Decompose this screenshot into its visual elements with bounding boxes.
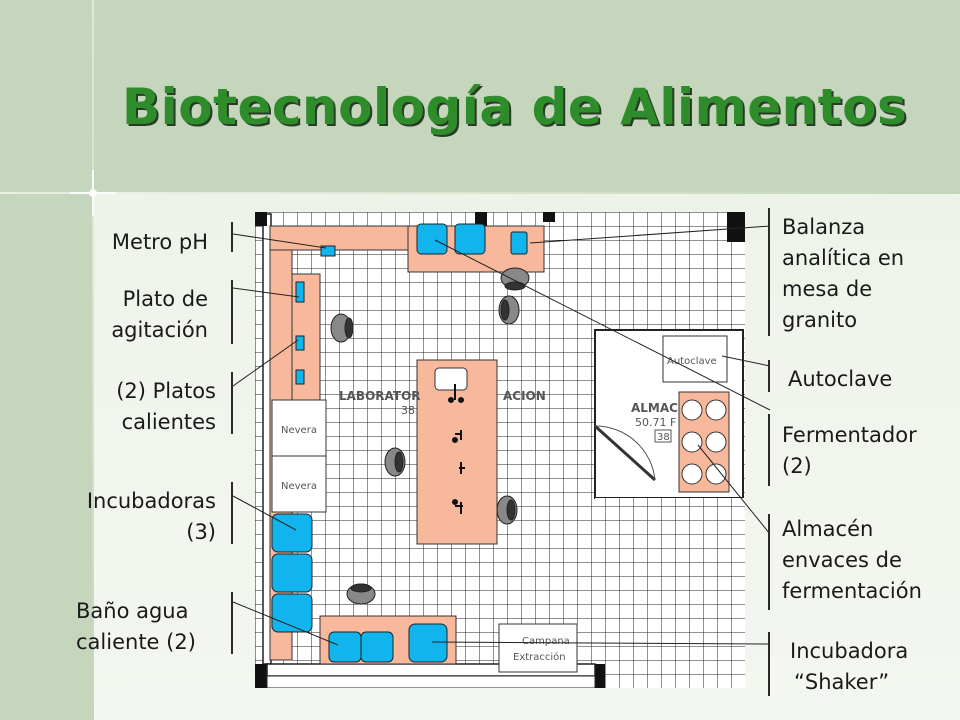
campana-extraccion — [498, 623, 578, 673]
plato-caliente-2 — [295, 369, 305, 385]
room-label-lab-num: 38 — [401, 404, 415, 417]
incubadora-2 — [271, 553, 313, 593]
label-balanza-line2: analítica en — [782, 246, 905, 270]
bano-agua-1 — [328, 631, 362, 663]
bracket-almacen — [768, 514, 770, 610]
room-label-lab-right: ACION — [503, 389, 546, 403]
bracket-metro-ph — [231, 222, 233, 252]
label-fermentador-line1: Fermentador — [782, 423, 917, 447]
bracket-autoclave — [768, 360, 770, 392]
laboratory-floor-plan: Nevera Nevera Autoclave Campana Extracci… — [255, 212, 745, 688]
label-shaker: Incubadora “Shaker” — [790, 636, 908, 698]
label-bano: Baño agua caliente (2) — [76, 596, 196, 658]
balanza-block-2 — [454, 223, 486, 255]
bracket-shaker — [768, 632, 770, 696]
label-metro-ph: Metro pH — [112, 227, 208, 258]
metro-ph-device — [320, 245, 336, 257]
slide-title: Biotecnología de Alimentos — [122, 78, 908, 136]
plato-caliente-1 — [295, 335, 305, 351]
label-almacen-line3: fermentación — [782, 579, 922, 603]
bracket-platos-calientes — [231, 372, 233, 434]
decor-vertical-line — [92, 0, 94, 720]
room-label-lab-left: LABORATOR — [339, 389, 421, 403]
autoclave-unit-label: Autoclave — [667, 356, 717, 367]
label-fermentador: Fermentador (2) — [782, 420, 917, 482]
nevera-1-label: Nevera — [281, 425, 317, 436]
incubadora-3 — [271, 593, 313, 633]
label-fermentador-line2: (2) — [782, 454, 812, 478]
label-autoclave: Autoclave — [788, 364, 892, 395]
label-bano-line2: caliente (2) — [76, 630, 196, 654]
label-plato-agitacion-line2: agitación — [111, 318, 208, 342]
label-platos-calientes-line1: (2) Platos — [116, 379, 216, 403]
label-metro-ph-text: Metro pH — [111, 230, 208, 254]
label-balanza-line4: granito — [782, 308, 858, 332]
label-almacen: Almacén envaces de fermentación — [782, 514, 922, 607]
fermentador-circle — [681, 399, 703, 421]
label-almacen-line2: envaces de — [782, 548, 902, 572]
room-label-almac-area: 50.71 F — [635, 416, 676, 429]
nevera-1 — [271, 399, 327, 457]
decor-sparkle-icon — [70, 170, 116, 216]
bracket-bano — [231, 592, 233, 654]
label-autoclave-text: Autoclave — [788, 367, 893, 391]
bracket-fermentador — [768, 414, 770, 486]
campana-label-1: Campana — [522, 636, 570, 647]
bracket-incubadoras — [231, 482, 233, 544]
label-bano-line1: Baño agua — [76, 599, 189, 623]
label-incubadoras-line2: (3) — [186, 520, 216, 544]
incubadora-shaker — [408, 623, 448, 663]
balanza-block-1 — [416, 223, 448, 255]
label-almacen-line1: Almacén — [782, 517, 874, 541]
label-balanza: Balanza analítica en mesa de granito — [782, 212, 904, 336]
incubadora-1 — [271, 513, 313, 553]
label-plato-agitacion: Plato de agitación — [111, 284, 208, 346]
balanza-analitica — [510, 231, 528, 255]
label-platos-calientes-line2: calientes — [121, 410, 216, 434]
decor-horizontal-line — [0, 192, 960, 194]
storage-door — [593, 424, 657, 482]
bracket-plato-agitacion — [231, 280, 233, 344]
label-shaker-line2: “Shaker” — [794, 670, 890, 694]
bracket-balanza — [768, 208, 770, 336]
counter-top — [269, 225, 409, 251]
bano-agua-2 — [360, 631, 394, 663]
room-label-almac-num: 38 — [657, 432, 670, 443]
label-balanza-line3: mesa de — [782, 277, 873, 301]
label-plato-agitacion-line1: Plato de — [122, 287, 208, 311]
label-incubadoras: Incubadoras (3) — [87, 486, 216, 548]
room-label-almac: ALMAC — [631, 401, 678, 415]
plato-agitacion — [295, 281, 305, 303]
label-incubadoras-line1: Incubadoras — [86, 489, 216, 513]
label-balanza-line1: Balanza — [782, 215, 866, 239]
label-platos-calientes: (2) Platos calientes — [116, 376, 216, 438]
campana-label-2: Extracción — [513, 651, 566, 663]
label-shaker-line1: Incubadora — [790, 639, 909, 663]
nevera-2-label: Nevera — [281, 481, 317, 492]
sink-icon — [434, 367, 468, 391]
